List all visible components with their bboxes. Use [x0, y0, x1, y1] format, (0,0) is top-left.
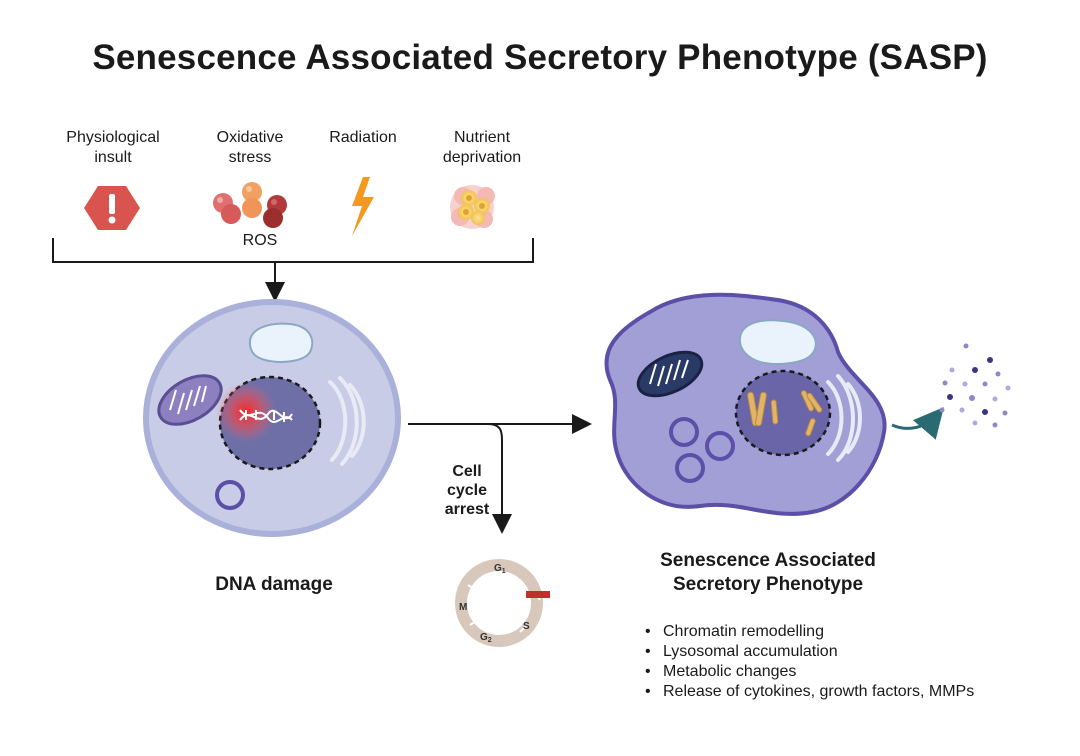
dna-damage-label: DNA damage: [215, 574, 333, 595]
senescent-nucleus: [734, 369, 832, 457]
dna-helix-icon: [239, 409, 293, 423]
damaged-cell: [143, 299, 401, 537]
label-physiological-insult: Physiological insult: [66, 129, 160, 166]
secretion-arrow: [891, 407, 944, 440]
svg-text:G2: G2: [480, 632, 492, 644]
feature-item: Chromatin remodelling: [643, 622, 974, 642]
sasp-feature-list: Chromatin remodelling Lysosomal accumula…: [643, 622, 974, 702]
mitochondrion-icon: [157, 374, 223, 426]
lysosome-icon-2: [705, 431, 735, 461]
alert-hexagon-icon: [84, 186, 140, 230]
feature-item: Release of cytokines, growth factors, MM…: [643, 682, 974, 702]
svg-text:G1: G1: [494, 563, 506, 575]
label-nutrient-deprivation: Nutrient deprivation: [442, 129, 522, 166]
golgi-icon: [328, 376, 366, 466]
label-radiation: Radiation: [329, 129, 397, 146]
arrow-to-cell-cycle: [487, 423, 512, 534]
senescent-mitochondrion-icon: [636, 350, 704, 398]
cell-cycle-arrest-label: Cell cycle arrest: [444, 463, 490, 518]
sasp-heading: Senescence Associated Secretory Phenotyp…: [660, 550, 876, 595]
feature-item: Metabolic changes: [643, 662, 974, 682]
lysosome-icon-3: [675, 453, 705, 483]
nutrient-cells-icon: [450, 185, 495, 229]
lightning-bolt-icon: [352, 177, 374, 236]
label-oxidative-stress: Oxidative stress: [216, 129, 284, 166]
stressor-bracket: [52, 238, 534, 263]
cell-cycle-ring: G1 S G2 M: [455, 559, 550, 647]
svg-text:S: S: [523, 621, 530, 632]
svg-text:M: M: [459, 602, 467, 613]
secreted-factors-icon: [939, 343, 1011, 428]
senescent-golgi-icon: [826, 374, 862, 462]
vacuole: [248, 322, 314, 363]
chromosome-icon: [747, 390, 823, 437]
feature-item: Lysosomal accumulation: [643, 642, 974, 662]
diagram-title: Senescence Associated Secretory Phenotyp…: [92, 38, 988, 77]
senescent-cell: [604, 292, 887, 516]
lysosome-icon-1: [669, 417, 699, 447]
ros-molecules-icon: [213, 182, 287, 228]
arrest-bar: [526, 591, 550, 598]
label-ros: ROS: [242, 232, 278, 249]
senescent-vacuole: [738, 319, 817, 365]
lysosome-icon: [215, 480, 245, 510]
